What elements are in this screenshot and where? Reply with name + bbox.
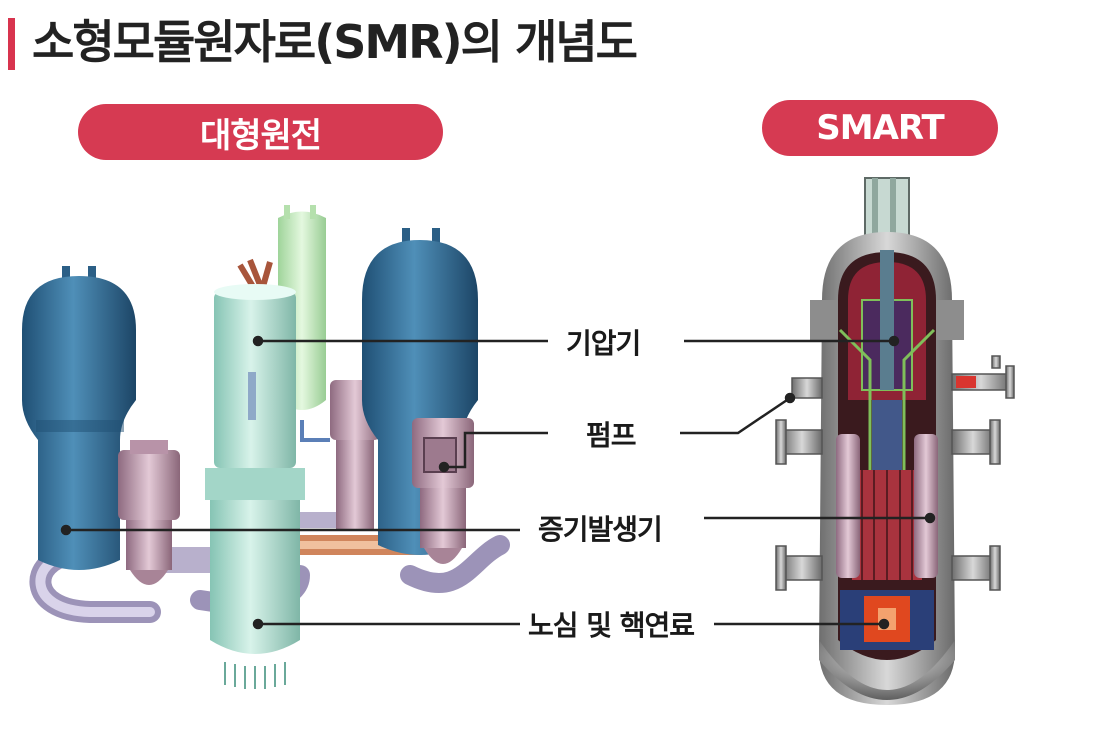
large-reactor-leader-lines bbox=[60, 335, 548, 630]
smart-reactor-leader-lines bbox=[680, 335, 936, 630]
left-coolant-pump bbox=[118, 440, 180, 585]
smart-reactor bbox=[680, 177, 1015, 705]
left-steam-generator bbox=[22, 266, 136, 570]
page-title: 소형모듈원자로(SMR)의 개념도 bbox=[32, 15, 638, 69]
reactor-vessel bbox=[205, 258, 305, 689]
label-steam-generator: 증기발생기 bbox=[538, 513, 663, 546]
large-reactor-heading: 대형원전 bbox=[78, 104, 443, 160]
smart-reactor-heading: SMART bbox=[762, 100, 998, 156]
right-coolant-pump bbox=[412, 418, 474, 564]
label-core-fuel: 노심 및 핵연료 bbox=[528, 609, 695, 642]
title-accent-bar bbox=[8, 18, 15, 70]
label-pump: 펌프 bbox=[586, 419, 637, 452]
large-reactor bbox=[22, 205, 548, 689]
label-pressurizer: 기압기 bbox=[566, 327, 641, 360]
